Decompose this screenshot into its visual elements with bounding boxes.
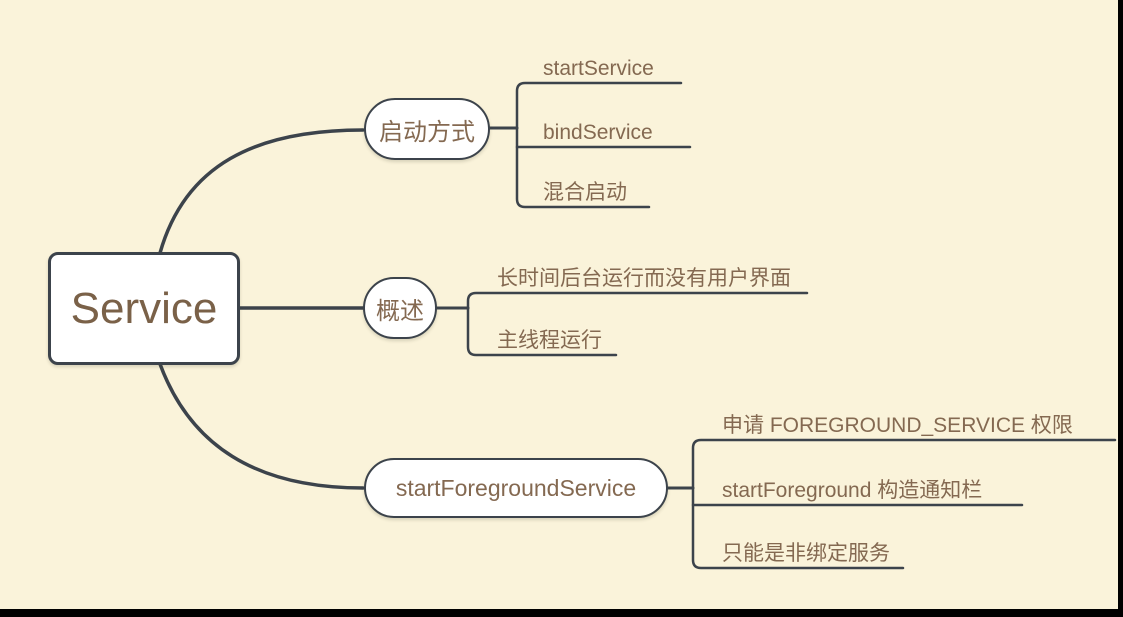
leaf-main-thread[interactable]: 主线程运行 [497,329,602,352]
branch-node-launch-methods[interactable]: 启动方式 [364,98,490,160]
branch-node-label: 概述 [376,297,424,325]
frame-right-edge [1118,0,1123,617]
edge-launch-spine [515,81,683,209]
leaf-bind-service[interactable]: bindService [543,121,653,144]
leaf-foreground-permission[interactable]: 申请 FOREGROUND_SERVICE 权限 [722,414,1073,437]
leaf-start-service[interactable]: startService [543,57,654,80]
leaf-background-no-ui[interactable]: 长时间后台运行而没有用户界面 [497,267,791,290]
leaf-start-foreground-notification[interactable]: startForeground 构造通知栏 [722,479,983,502]
edge-overview-spine [466,291,809,357]
frame-bottom-edge [0,609,1123,617]
leaf-mixed-start[interactable]: 混合启动 [543,181,627,204]
edge-root-to-foreground [158,362,365,490]
branch-node-label: 启动方式 [379,118,475,146]
root-node-service[interactable]: Service [48,252,240,365]
leaf-unbound-service-only[interactable]: 只能是非绑定服务 [722,542,890,565]
branch-node-label: startForegroundService [395,474,637,501]
branch-node-overview[interactable]: 概述 [363,277,437,339]
edge-root-to-launch [158,128,365,255]
root-node-label: Service [70,283,218,333]
branch-node-start-foreground-service[interactable]: startForegroundService [364,458,668,518]
